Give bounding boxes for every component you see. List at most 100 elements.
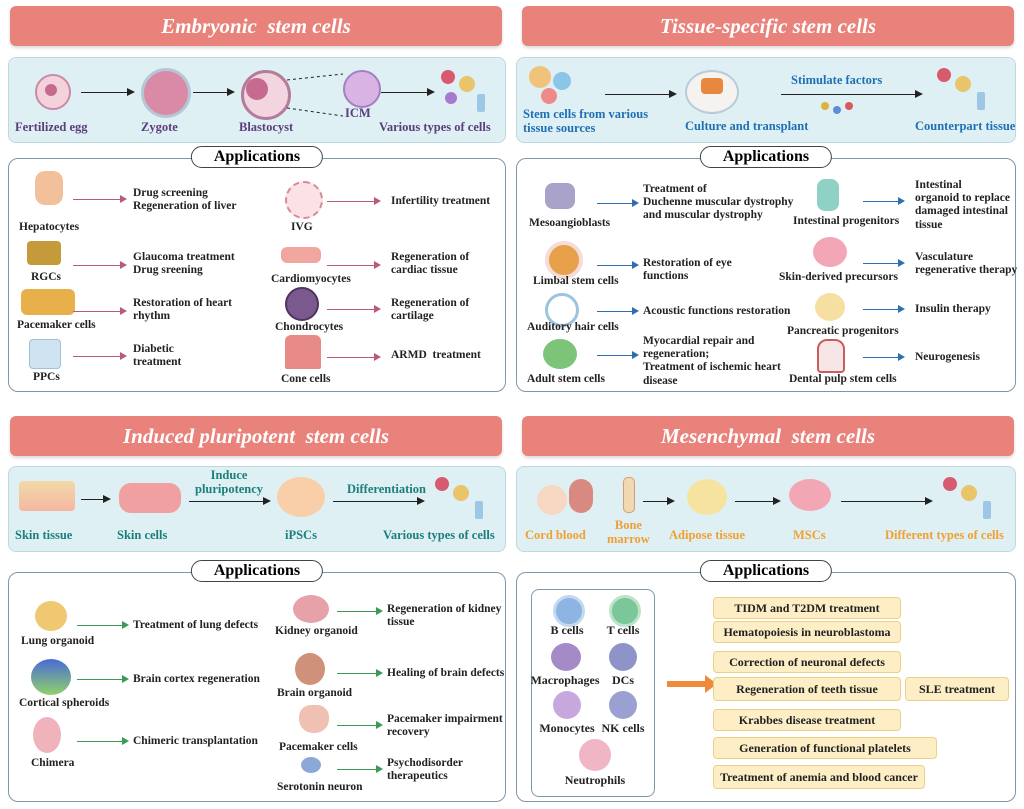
ipsc-app-arrow (337, 607, 383, 615)
tssc-app-arrow (863, 353, 905, 361)
tssc-app-label: Neurogenesis (915, 351, 980, 363)
msc-flow-label-4: MSCs (793, 528, 826, 542)
tube-icon (477, 94, 485, 112)
ipsc-app-label: Regeneration of kidney tissue (387, 603, 502, 629)
skin-derived-precursors-icon (813, 237, 847, 267)
esc-app-label: Drug screening Regeneration of liver (133, 187, 237, 213)
lung-organoid-icon (35, 601, 67, 631)
egg-nucleus-icon (45, 84, 57, 96)
esc-flow-label-5: Various types of cells (379, 120, 491, 134)
msc-title: Mesenchymal stem cells (660, 423, 876, 448)
rgcs-icon (27, 241, 61, 265)
tssc-app-label: Insulin therapy (915, 303, 991, 315)
counterpart-tissue-icon-2 (955, 76, 971, 92)
treatment-pill: Hematopoiesis in neuroblastoma (713, 621, 901, 643)
esc-app-label: Regeneration of cardiac tissue (391, 251, 470, 277)
esc-app-label: Glaucoma treatment Drug sreening (133, 251, 235, 277)
esc-arrow-1 (81, 87, 135, 96)
ipsc-flow-label-3: Induce pluripotency (195, 468, 264, 496)
immune-cells-box (531, 589, 655, 797)
esc-app-arrow (327, 197, 381, 205)
ipsc-cell-label: Kidney organoid (275, 625, 358, 637)
neutrophil-icon (579, 739, 611, 771)
esc-app-arrow (73, 195, 127, 203)
ipsc-flow-label-5: Differentiation (347, 482, 426, 496)
skin-tissue-icon (19, 481, 75, 511)
esc-app-label: Infertility treatment (391, 195, 491, 207)
esc-cell-label: Cone cells (281, 373, 331, 385)
tissue-sources-icon (529, 66, 551, 88)
skin-cells-icon (119, 483, 181, 513)
tssc-cell-label: Dental pulp stem cells (789, 373, 897, 385)
esc-app-label: Regeneration of cartilage (391, 297, 470, 323)
treatment-pill: Correction of neuronal defects (713, 651, 901, 673)
counterpart-tissue-icon (937, 68, 951, 82)
ipsc-applications-title: Applications (190, 560, 324, 582)
mscs-icon (789, 479, 831, 511)
esc-app-label: Restoration of heart rhythm (133, 297, 233, 323)
tssc-flow-label-1: Stem cells from various tissue sources (523, 107, 649, 135)
tube-icon (983, 501, 991, 519)
tssc-flow-label-4: Counterpart tissue (915, 119, 1016, 133)
tssc-app-label: Myocardial repair and regeneration; Trea… (643, 335, 781, 387)
esc-flow-label-2: Zygote (141, 120, 178, 134)
msc-arrow-2 (735, 496, 781, 505)
msc-flow-label-3: Adipose tissue (669, 528, 746, 542)
esc-cell-label: Hepatocytes (19, 221, 80, 233)
ipsc-applications-panel: Applications Lung organoid Treatment of … (8, 560, 506, 802)
esc-arrow-3 (381, 87, 435, 96)
esc-applications-panel: Applications Hepatocytes Drug screening … (8, 146, 506, 392)
msc-applications-title: Applications (699, 560, 833, 582)
esc-app-arrow (327, 261, 381, 269)
tssc-arrow-1 (605, 89, 677, 98)
zygote-icon (141, 68, 191, 118)
ipsc-flow-label-1: Skin tissue (15, 528, 73, 542)
esc-app-arrow (73, 261, 127, 269)
esc-dashed-lines (287, 73, 344, 117)
tssc-cell-label: Intestinal progenitors (793, 215, 900, 227)
dc-icon (609, 643, 637, 671)
ipsc-cell-label: Pacemaker cells (279, 741, 358, 753)
various-cells-icon (441, 70, 455, 84)
tssc-flow-label-3: Stimulate factors (791, 73, 883, 87)
esc-cell-label: IVG (291, 221, 313, 233)
esc-cell-label: Pacemaker cells (17, 319, 96, 331)
ipsc-arrow-1 (81, 494, 111, 503)
chondrocytes-icon (285, 287, 319, 321)
esc-app-arrow (327, 305, 381, 313)
esc-app-arrow (73, 352, 127, 360)
icm-icon (343, 70, 381, 108)
esc-title-banner: Embryonic stem cells (10, 6, 502, 46)
msc-arrow-1 (643, 496, 675, 505)
tssc-app-arrow (863, 259, 905, 267)
adipose-tissue-icon (687, 479, 727, 515)
t-cell-icon (609, 595, 641, 627)
nk-cell-icon (609, 691, 637, 719)
tissue-sources-icon-3 (541, 88, 557, 104)
treatment-pill: TIDM and T2DM treatment (713, 597, 901, 619)
tssc-app-arrow (597, 351, 639, 359)
ipsc-app-arrow (337, 669, 383, 677)
ppcs-icon (29, 339, 61, 369)
intestinal-progenitors-icon (817, 179, 839, 211)
pacemaker-cells-icon (21, 289, 75, 315)
cone-cells-icon (285, 335, 321, 369)
mesoangioblasts-icon (545, 183, 575, 209)
treatment-pill: Krabbes disease treatment (713, 709, 901, 731)
esc-app-arrow (327, 353, 381, 361)
ipsc-app-arrow (77, 621, 129, 629)
tssc-app-arrow (597, 199, 639, 207)
esc-flow-label-3: Blastocyst (239, 120, 294, 134)
ipsc-app-arrow (77, 737, 129, 745)
hepatocytes-icon (35, 171, 63, 205)
ipsc-arrow-2 (189, 496, 271, 505)
esc-title: Embryonic stem cells (161, 13, 351, 38)
cardiomyocytes-icon (281, 247, 321, 263)
tssc-app-label: Acoustic functions restoration (643, 305, 791, 317)
immune-cell-label: DCs (611, 673, 634, 687)
ipsc-app-label: Psychodisorder therapeutics (387, 757, 464, 783)
ipsc-title-banner: Induced pluripotent stem cells (10, 416, 502, 456)
neuron-cell-icon (961, 485, 977, 501)
tssc-flow-label-2: Culture and transplant (685, 119, 809, 133)
tssc-app-arrow (863, 197, 905, 205)
